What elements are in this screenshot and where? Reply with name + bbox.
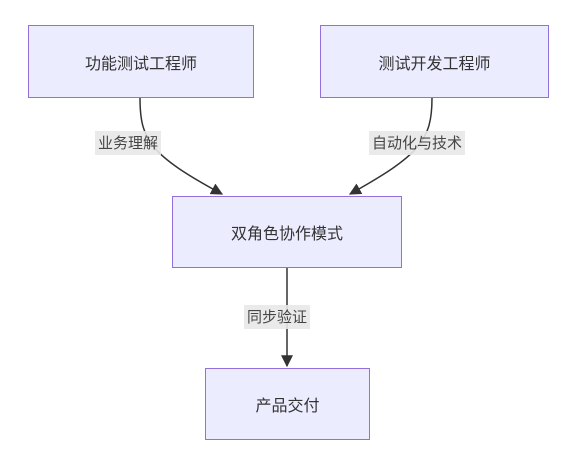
edge-label-business-understanding: 业务理解 [95,131,162,155]
edge-label-automation-tech: 自动化与技术 [369,131,466,155]
node-dual-role-mode: 双角色协作模式 [172,196,402,268]
node-dev-test-engineer: 测试开发工程师 [320,25,549,98]
edge-label-sync-verification: 同步验证 [244,305,311,329]
node-product-delivery: 产品交付 [205,368,370,440]
node-functional-tester: 功能测试工程师 [28,25,254,98]
